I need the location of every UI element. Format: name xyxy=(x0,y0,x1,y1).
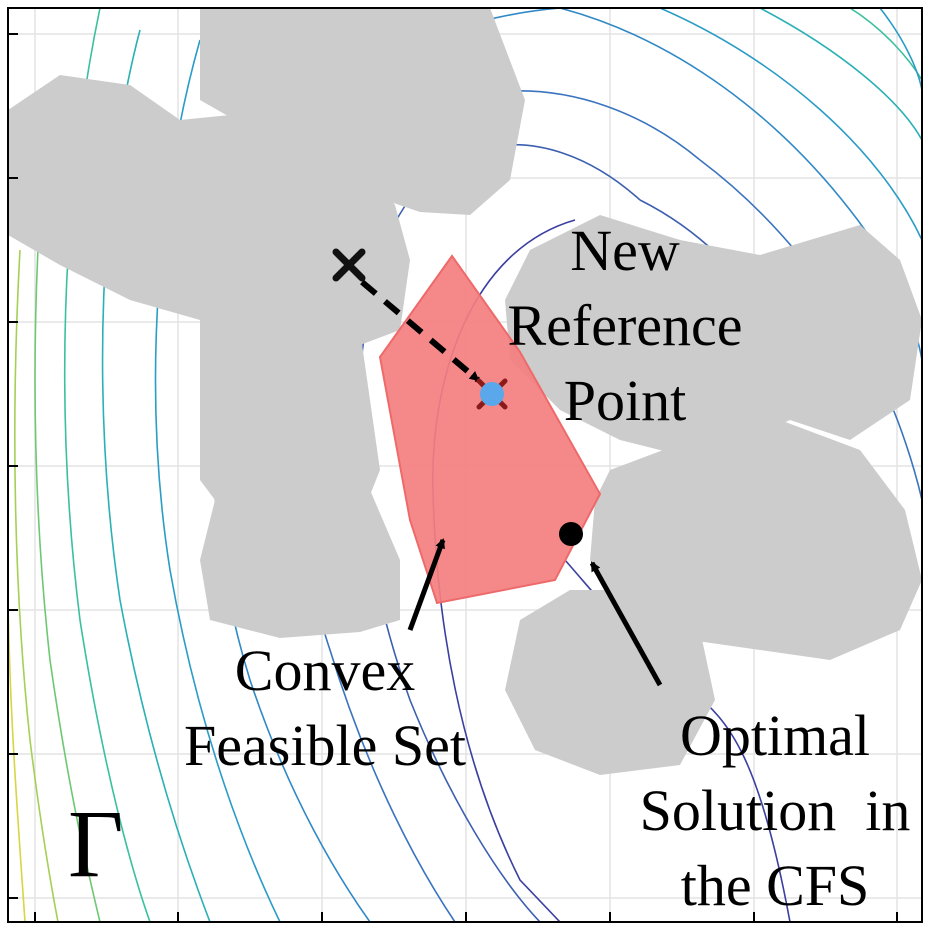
obstacle-bottom-right xyxy=(505,590,715,775)
convex-line-2: Feasible Set xyxy=(184,713,466,778)
contour-5 xyxy=(659,8,922,241)
obstacle-left xyxy=(8,75,410,345)
optimal-solution-label: Optimal Solution in the CFS xyxy=(640,703,911,918)
obstacle-top xyxy=(200,8,525,215)
contour-10 xyxy=(8,599,26,922)
obstacle-right-top xyxy=(505,215,922,460)
feasible-set-arrow xyxy=(407,538,446,631)
optimal-line-2: Solution in xyxy=(640,778,911,843)
new-reference-point-label: New Reference Point xyxy=(507,218,742,433)
convex-feasible-set-label: Convex Feasible Set xyxy=(184,638,466,778)
obstacle-center-left xyxy=(200,300,380,535)
contour-9 xyxy=(13,249,59,922)
optimal-solution-arrow xyxy=(589,561,663,687)
dot-icon xyxy=(559,522,583,546)
obstacle-bottom-left xyxy=(200,485,400,638)
optimal-line-1: Optimal xyxy=(680,703,870,768)
contour-right xyxy=(879,8,922,91)
cross-icon xyxy=(332,248,366,282)
new-reference-line-1: New xyxy=(570,218,680,283)
obstacles xyxy=(8,8,922,775)
dashed-update-arrow xyxy=(360,279,480,383)
obstacle-right-middle xyxy=(590,420,922,660)
axis-ticks xyxy=(8,33,898,922)
optimal-line-3: the CFS xyxy=(681,853,870,918)
dot-icon xyxy=(480,382,504,406)
new-reference-line-2: Reference xyxy=(507,293,742,358)
gamma-label: Γ xyxy=(68,790,124,897)
new-reference-line-3: Point xyxy=(564,368,687,433)
convex-line-1: Convex xyxy=(235,638,415,703)
contour-6 xyxy=(759,8,922,141)
